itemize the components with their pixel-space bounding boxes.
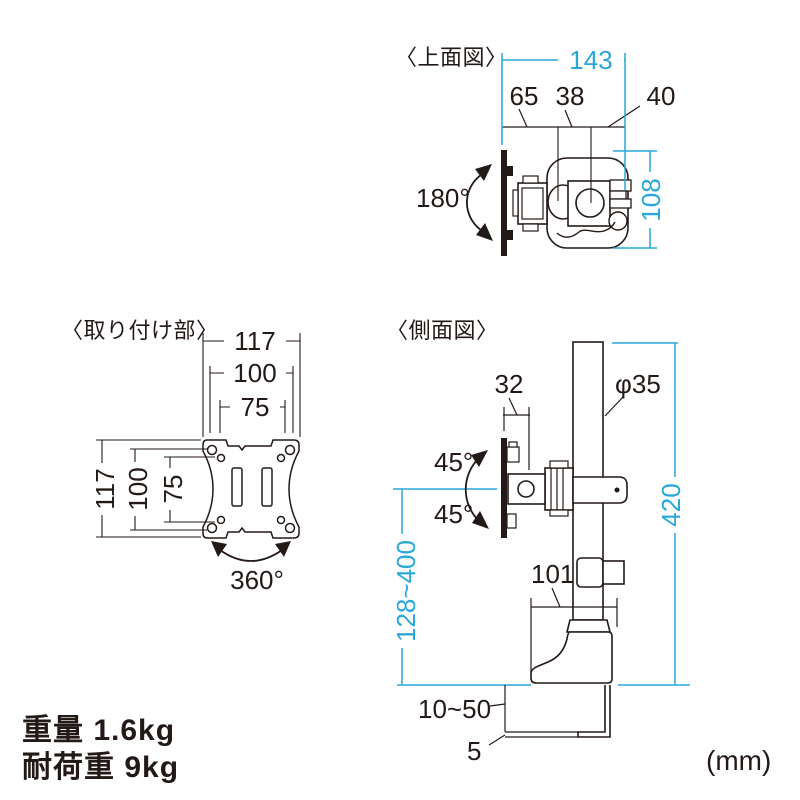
vesa-hole-outer-tl — [206, 444, 218, 456]
dim-plate-width-75: 75 — [230, 394, 280, 420]
dim-plate-offset-32: 32 — [494, 369, 524, 399]
plate-knuckle-top — [507, 166, 513, 176]
dim-height-range: 128~400 — [391, 534, 421, 648]
tilt-up-label: 45° — [434, 447, 474, 477]
swivel-arc — [466, 172, 485, 233]
clamp-bolt-mid — [609, 190, 627, 200]
rotation-angle-label: 360° — [230, 565, 284, 595]
plate-hook-top — [506, 446, 520, 463]
load-capacity-spec: 耐荷重 9kg — [22, 751, 180, 784]
dim-depth-108: 108 — [636, 172, 666, 228]
dim-plate-width-100: 100 — [224, 360, 286, 386]
mount-plate-title: 〈取り付け部〉 — [61, 318, 219, 343]
dim-plate-height-75: 75 — [158, 468, 188, 510]
side-view-black-dims — [488, 396, 624, 746]
clamp-body — [530, 631, 613, 684]
dim-hook-thickness: 5 — [467, 736, 482, 766]
dim-plate-width-117: 117 — [224, 328, 286, 354]
tilt-arc — [464, 457, 480, 522]
vesa-hole-inner-tl — [216, 453, 226, 463]
swivel-angle-label: 180° — [416, 183, 470, 213]
cable-squiggle — [556, 221, 616, 238]
vesa-hole-outer-tr — [284, 444, 296, 456]
arm-bar — [572, 476, 628, 504]
rotate-arrow-left-icon — [211, 541, 227, 557]
hinge-neck — [512, 189, 519, 217]
plate-hook-tab — [508, 441, 518, 448]
hinge-tab-top — [522, 175, 539, 184]
dim-seg-38: 38 — [555, 81, 585, 111]
swivel-arrow-down-icon — [476, 223, 493, 241]
dim-pole-diameter: φ35 — [615, 369, 661, 399]
monitor-plate-edge-top — [501, 150, 507, 256]
pivot-joint — [517, 480, 535, 498]
rotate-arrow-right-icon — [275, 541, 291, 557]
vesa-plate-outline — [202, 439, 300, 539]
plate-knuckle-bottom — [507, 230, 513, 240]
vesa-slot-left — [231, 467, 243, 507]
dim-plate-height-100: 100 — [123, 462, 153, 516]
dim-clamp-width-101: 101 — [531, 559, 575, 589]
tilt-arrow-up-icon — [471, 450, 488, 467]
clamp-bolt-bottom — [609, 198, 632, 209]
unit-label: (mm) — [706, 745, 772, 776]
dim-seg-40: 40 — [646, 81, 676, 111]
pivot-bracket — [507, 473, 546, 505]
hinge-bracket-inner — [521, 187, 544, 220]
top-view-title: 〈上面図〉 — [395, 45, 508, 70]
weight-spec: 重量 1.6kg — [22, 714, 176, 747]
block-cap-top — [549, 460, 569, 469]
collar-knob — [602, 560, 625, 585]
pole-cross-section — [575, 188, 605, 218]
tilt-arrow-down-icon — [472, 511, 489, 529]
clamp-bolt-top — [609, 179, 632, 192]
pole-collar — [576, 557, 604, 588]
vesa-hole-outer-br — [284, 522, 296, 534]
dim-total-width: 143 — [558, 47, 624, 73]
clamp-arm-hook — [577, 685, 611, 738]
plate-foot-bottom — [506, 513, 517, 529]
vesa-hole-inner-bl — [216, 515, 226, 525]
vesa-hole-outer-bl — [206, 522, 218, 534]
tilt-down-label: 45° — [434, 499, 474, 529]
side-view-title: 〈側面図〉 — [386, 318, 499, 343]
mount-plate-drawing — [202, 439, 300, 562]
dim-seg-65: 65 — [509, 81, 539, 111]
vesa-slot-right — [261, 467, 273, 507]
block-cap-bottom — [549, 509, 569, 517]
division-lines — [557, 127, 592, 203]
clamp-socket — [565, 619, 612, 633]
top-view-black-dims — [502, 105, 641, 128]
rotate-arc — [219, 549, 283, 562]
vesa-hole-inner-br — [276, 515, 286, 525]
monitor-plate-edge-side — [501, 438, 507, 538]
side-view-drawing — [464, 341, 628, 738]
dim-pole-height-420: 420 — [656, 477, 686, 533]
swivel-arrow-up-icon — [475, 164, 492, 181]
arm-bar-screw — [614, 487, 620, 493]
dim-plate-height-117: 117 — [90, 463, 120, 515]
arm-clamp-block — [544, 467, 574, 511]
top-view-drawing — [466, 105, 641, 256]
dim-clamp-range: 10~50 — [418, 694, 492, 724]
hinge-tab-bottom — [522, 223, 539, 232]
vesa-hole-inner-tr — [276, 453, 286, 463]
